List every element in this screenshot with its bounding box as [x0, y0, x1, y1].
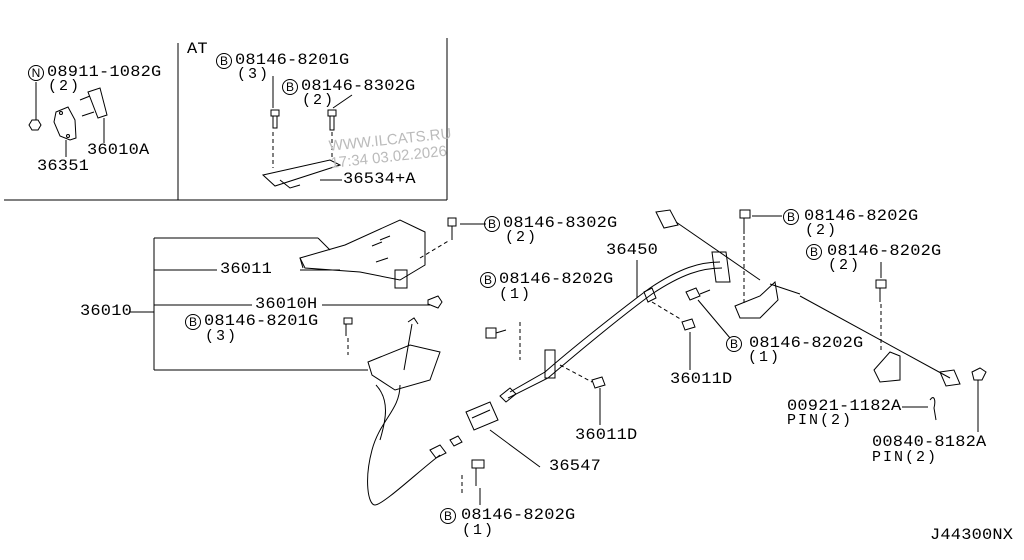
- cable-36450-sketch: [485, 209, 987, 432]
- diagram-code: J44300NX: [930, 527, 1014, 545]
- bolt-symbol-icon: B: [783, 209, 799, 225]
- part-qty: (1): [499, 286, 533, 303]
- bolt-symbol-icon: B: [440, 508, 456, 524]
- part-qty: (1): [748, 349, 782, 366]
- part-label[interactable]: 36010H: [255, 296, 318, 314]
- inset-at-label: AT: [187, 41, 208, 59]
- lever-assembly-sketch: [130, 217, 486, 391]
- part-qty: PIN(2): [787, 412, 854, 429]
- bolt-symbol-icon: B: [806, 244, 822, 260]
- part-label[interactable]: 36011D: [670, 371, 733, 389]
- part-qty: PIN(2): [872, 449, 939, 466]
- front-cable-36547-sketch: [367, 384, 541, 506]
- part-label[interactable]: 08911-1082G: [47, 64, 162, 82]
- bolt-symbol-icon: B: [484, 216, 500, 232]
- part-label[interactable]: 08146-8202G: [461, 507, 576, 525]
- part-qty: (2): [505, 229, 539, 246]
- part-label[interactable]: 36547: [549, 458, 602, 476]
- part-qty: (3): [237, 66, 271, 83]
- part-label[interactable]: 08146-8302G: [301, 78, 416, 96]
- bolt-symbol-icon: B: [185, 314, 201, 330]
- part-label[interactable]: 08146-8201G: [235, 52, 350, 70]
- part-label[interactable]: 08146-8202G: [499, 271, 614, 289]
- at-bracket-sketch: [261, 76, 353, 189]
- part-label[interactable]: 08146-8202G: [827, 243, 942, 261]
- bolt-symbol-icon: B: [726, 336, 742, 352]
- part-label[interactable]: 36010A: [87, 142, 150, 160]
- part-label[interactable]: 00921-1182A: [787, 398, 902, 416]
- part-label[interactable]: 00840-8182A: [872, 434, 987, 452]
- inset-frame: [4, 38, 448, 201]
- part-qty: (1): [462, 522, 496, 539]
- part-label[interactable]: 08146-8302G: [503, 215, 618, 233]
- bolt-symbol-icon: B: [282, 79, 298, 95]
- bolt-symbol-icon: B: [216, 53, 232, 69]
- plate-36351-sketch: [28, 82, 108, 157]
- part-label[interactable]: 36010: [80, 303, 133, 321]
- part-label[interactable]: 08146-8202G: [804, 208, 919, 226]
- part-qty: (2): [828, 257, 862, 274]
- part-label[interactable]: 08146-8202G: [749, 335, 864, 353]
- part-label[interactable]: 36011: [220, 261, 273, 279]
- part-qty: (2): [805, 222, 839, 239]
- part-qty: (3): [205, 328, 239, 345]
- nut-symbol-icon: N: [28, 65, 44, 81]
- part-qty: (2): [302, 92, 336, 109]
- bolt-symbol-icon: B: [480, 272, 496, 288]
- part-label[interactable]: 36534+A: [343, 171, 416, 189]
- part-label[interactable]: 36351: [37, 158, 90, 176]
- part-label[interactable]: 08146-8201G: [204, 313, 319, 331]
- part-qty: (2): [48, 78, 82, 95]
- part-label[interactable]: 36011D: [575, 427, 638, 445]
- part-label[interactable]: 36450: [606, 242, 659, 260]
